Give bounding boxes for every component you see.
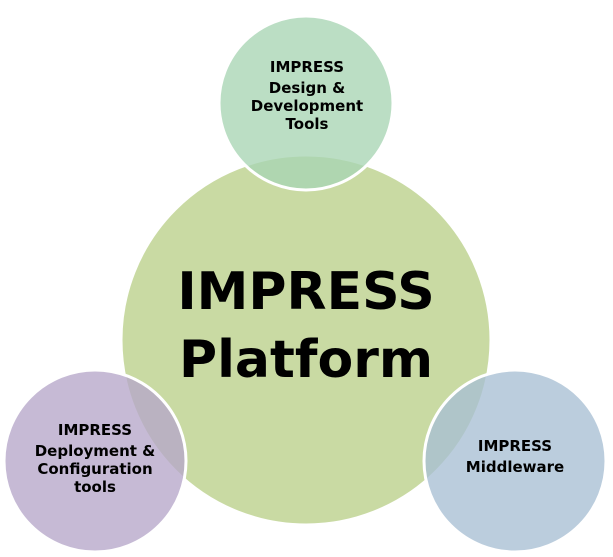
- design-tools-label-line3: Development: [250, 97, 364, 115]
- design-tools-label-line4: Tools: [285, 115, 329, 133]
- middleware-circle: [422, 368, 608, 554]
- design-tools-label: IMPRESS Design & Development Tools: [217, 58, 397, 133]
- platform-label-line2: Platform: [178, 330, 434, 390]
- design-tools-label-line2: Design &: [268, 79, 346, 97]
- deployment-tools-label: IMPRESS Deployment & Configuration tools: [5, 421, 185, 496]
- deployment-tools-label-line1: IMPRESS: [57, 421, 133, 439]
- platform-label-line1: IMPRESS: [177, 262, 435, 322]
- middleware-label-line1: IMPRESS: [477, 437, 553, 455]
- middleware-label: IMPRESS Middleware: [425, 437, 605, 476]
- deployment-tools-label-line3: Configuration: [37, 460, 153, 478]
- design-tools-label-line1: IMPRESS: [269, 58, 345, 76]
- design-tools-circle: [217, 14, 395, 192]
- middleware-label-line2: Middleware: [465, 458, 565, 476]
- deployment-tools-label-line4: tools: [74, 478, 116, 496]
- platform-label: IMPRESS Platform: [106, 258, 506, 394]
- deployment-tools-circle: [2, 368, 188, 554]
- deployment-tools-label-line2: Deployment &: [34, 442, 156, 460]
